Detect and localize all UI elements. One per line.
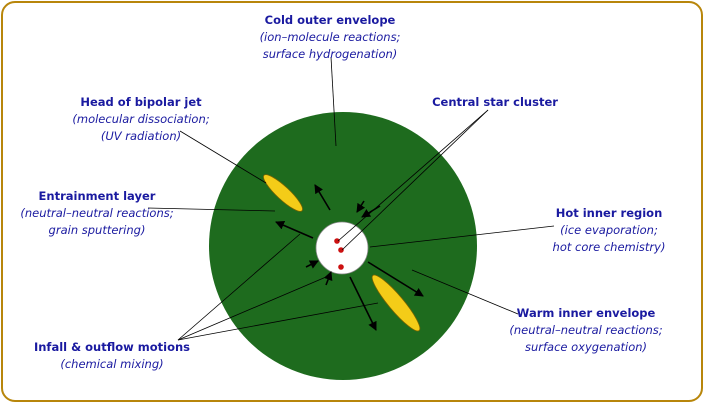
- outflow-arrow-lower-right: [367, 261, 424, 297]
- label-hot-inner-region: Hot inner region (ice evaporation; hot c…: [552, 206, 666, 254]
- jet-head-lower: [371, 274, 421, 332]
- leader-infall-2: [177, 276, 327, 341]
- outflow-arrow-lower: [349, 276, 377, 331]
- leader-entrainment: [147, 207, 276, 212]
- outflow-arrow-upper: [314, 184, 331, 211]
- label-head-of-bipolar-jet: Head of bipolar jet (molecular dissociat…: [72, 95, 210, 143]
- leader-cold-envelope: [330, 56, 337, 147]
- leader-jet-head: [179, 130, 267, 184]
- label-central-star-cluster: Central star cluster: [432, 95, 558, 109]
- outflow-arrow-left: [275, 221, 314, 239]
- leader-infall-3: [177, 302, 379, 341]
- label-warm-inner-envelope: Warm inner envelope (neutral–neutral rea…: [509, 306, 663, 354]
- infall-arrow-bottom: [323, 271, 333, 286]
- label-infall-outflow-motions: Infall & outflow motions (chemical mixin…: [33, 340, 191, 371]
- motion-arrows: [275, 184, 424, 331]
- leader-hot-region: [369, 225, 555, 248]
- infall-arrow-top-right: [361, 205, 381, 218]
- jet-head-upper: [263, 174, 303, 212]
- central-star-2: [338, 247, 344, 253]
- central-star-1: [334, 238, 340, 244]
- infall-arrow-top: [356, 200, 366, 213]
- central-star-3: [338, 264, 344, 270]
- label-cold-outer-envelope: Cold outer envelope (ion–molecule reacti…: [259, 13, 401, 61]
- leader-star-cluster-2: [341, 109, 489, 251]
- infall-arrow-left: [305, 260, 319, 269]
- leader-warm-envelope: [411, 269, 519, 315]
- leader-infall-1: [177, 233, 301, 341]
- label-entrainment-layer: Entrainment layer (neutral–neutral react…: [20, 189, 174, 237]
- leader-star-cluster-1: [337, 109, 489, 242]
- diagram-frame: [1, 1, 703, 402]
- leader-lines: [147, 56, 555, 341]
